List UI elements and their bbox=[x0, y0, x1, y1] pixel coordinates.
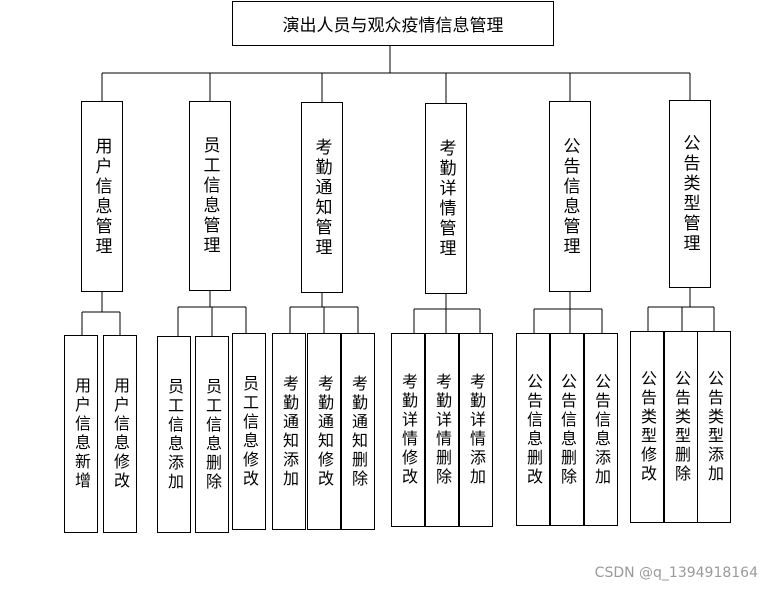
module-notice-info: 公告信息管理 bbox=[549, 101, 591, 292]
module-attendance-detail: 考勤详情管理 bbox=[425, 103, 467, 294]
root-label: 演出人员与观众疫情信息管理 bbox=[282, 16, 504, 36]
module-label: 考勤详情管理 bbox=[435, 138, 456, 259]
leaf-label: 考勤详情添加 bbox=[467, 373, 486, 487]
leaf-label: 考勤通知删除 bbox=[349, 374, 368, 489]
leaf-label: 公告类型删除 bbox=[672, 370, 691, 484]
leaf-node: 公告信息添加 bbox=[584, 333, 618, 526]
module-label: 公告信息管理 bbox=[559, 136, 580, 257]
leaf-node: 考勤详情修改 bbox=[391, 333, 425, 527]
module-notice-type: 公告类型管理 bbox=[669, 100, 711, 288]
leaf-node: 考勤通知添加 bbox=[272, 333, 306, 530]
leaf-node: 用户信息修改 bbox=[103, 335, 137, 533]
leaf-node: 公告类型删除 bbox=[664, 331, 698, 523]
module-label: 公告类型管理 bbox=[679, 134, 700, 254]
leaf-label: 用户信息修改 bbox=[111, 377, 130, 491]
leaf-node: 考勤通知修改 bbox=[307, 333, 341, 530]
module-label: 考勤通知管理 bbox=[311, 137, 332, 258]
leaf-node: 考勤详情添加 bbox=[459, 333, 493, 527]
module-label: 员工信息管理 bbox=[199, 136, 220, 256]
leaf-node: 员工信息添加 bbox=[157, 336, 191, 533]
leaf-node: 员工信息修改 bbox=[232, 333, 266, 530]
leaf-node: 公告信息删改 bbox=[516, 333, 550, 526]
module-label: 用户信息管理 bbox=[91, 136, 112, 257]
leaf-node: 考勤详情删除 bbox=[425, 333, 459, 527]
leaf-label: 公告信息删除 bbox=[558, 372, 577, 487]
leaf-label: 考勤通知添加 bbox=[280, 374, 299, 489]
leaf-node: 公告类型添加 bbox=[697, 331, 731, 523]
leaf-label: 公告信息删改 bbox=[524, 372, 543, 487]
module-staff-info: 员工信息管理 bbox=[189, 101, 231, 291]
leaf-label: 公告信息添加 bbox=[592, 372, 611, 487]
leaf-node: 公告类型修改 bbox=[630, 331, 664, 523]
leaf-label: 用户信息新增 bbox=[72, 377, 91, 491]
leaf-label: 公告类型添加 bbox=[705, 370, 724, 484]
leaf-label: 考勤详情删除 bbox=[433, 373, 452, 487]
leaf-node: 公告信息删除 bbox=[550, 333, 584, 526]
module-attendance-notice: 考勤通知管理 bbox=[301, 102, 343, 293]
root-node: 演出人员与观众疫情信息管理 bbox=[232, 1, 554, 46]
leaf-node: 用户信息新增 bbox=[64, 335, 98, 533]
module-user-info: 用户信息管理 bbox=[81, 101, 123, 292]
leaf-label: 员工信息修改 bbox=[240, 374, 259, 489]
leaf-node: 考勤通知删除 bbox=[341, 333, 375, 530]
leaf-node: 员工信息删除 bbox=[195, 336, 229, 533]
leaf-label: 考勤通知修改 bbox=[315, 374, 334, 489]
leaf-label: 员工信息删除 bbox=[203, 377, 222, 492]
leaf-label: 公告类型修改 bbox=[638, 370, 657, 484]
leaf-label: 考勤详情修改 bbox=[399, 373, 418, 487]
leaf-label: 员工信息添加 bbox=[165, 377, 184, 492]
watermark: CSDN @q_1394918164 bbox=[594, 565, 758, 581]
